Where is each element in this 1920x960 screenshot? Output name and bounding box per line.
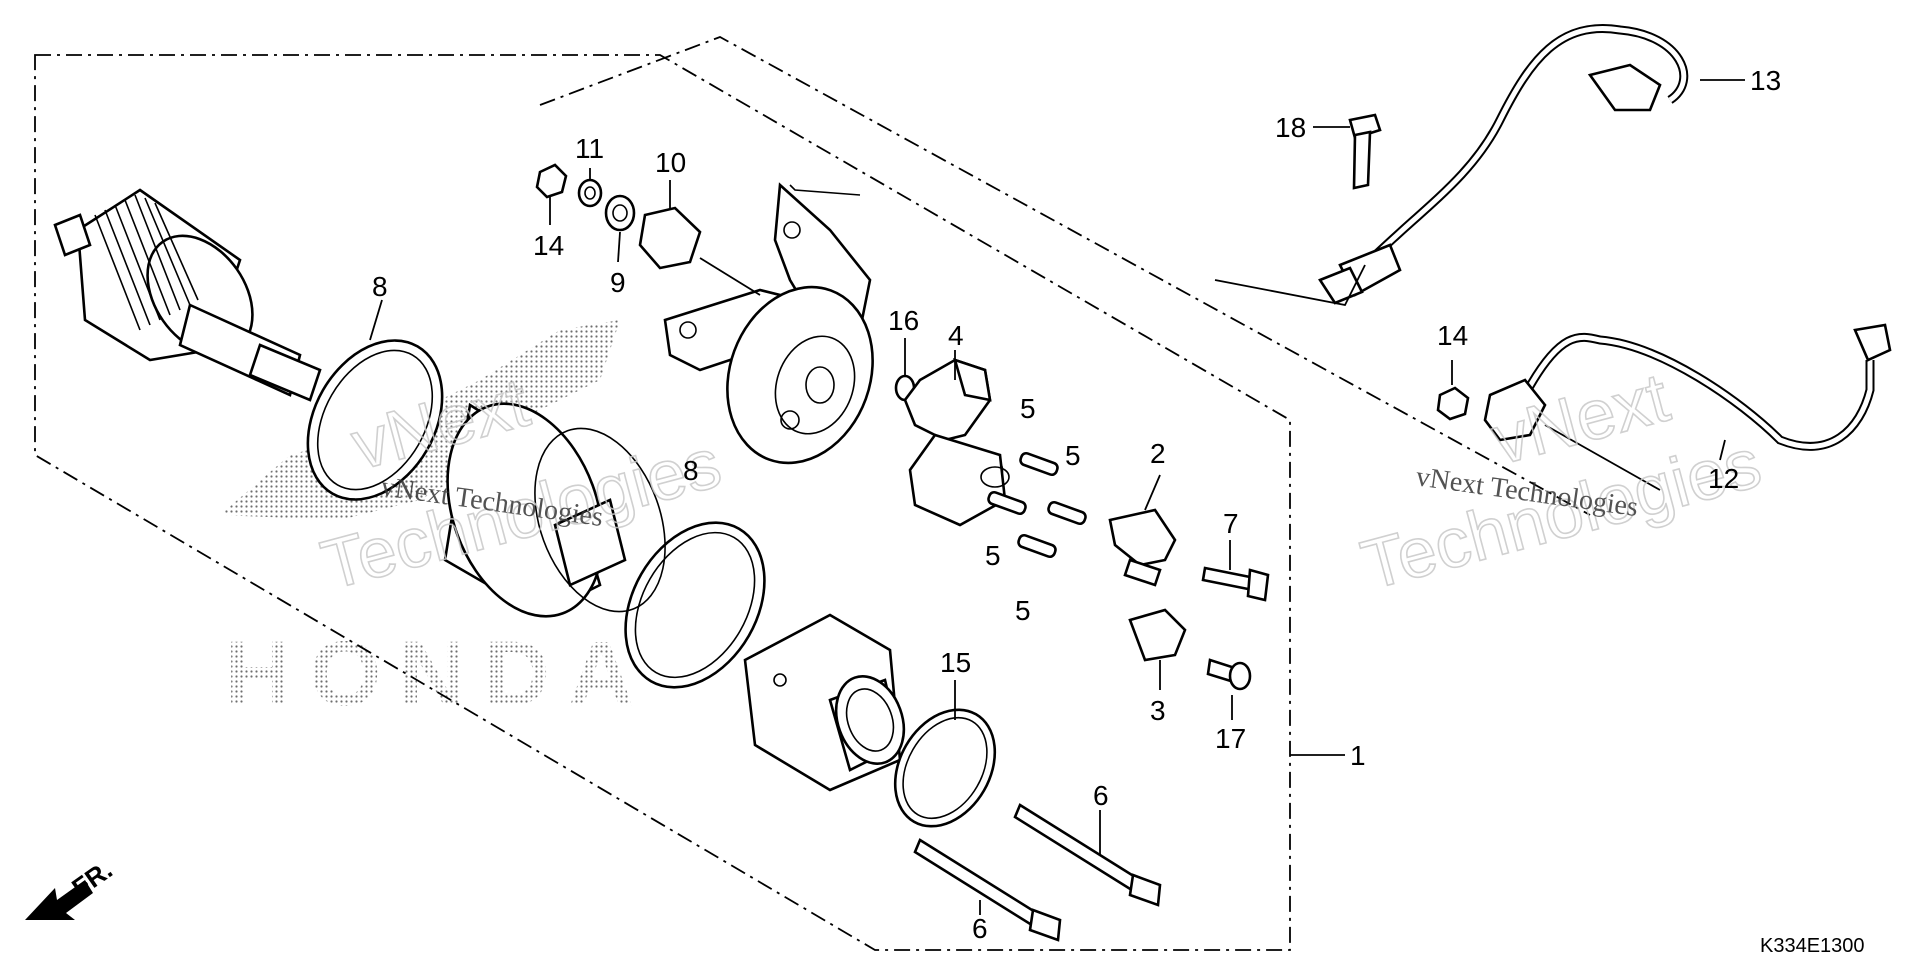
callout-3: 3 [1150,695,1166,726]
diagram-code: K334E1300 [1760,935,1865,957]
front-cover-part[interactable] [663,182,897,484]
bolt-18[interactable] [1348,113,1382,190]
callout-6a: 6 [1093,780,1109,811]
callout-15: 15 [940,647,971,678]
callout-14a: 14 [533,230,564,261]
callout-6b: 6 [972,913,988,944]
callout-2: 2 [1150,438,1166,469]
callout-17: 17 [1215,723,1246,754]
callouts: 1 2 3 4 5 5 5 5 6 6 7 8 8 9 10 11 12 13 … [372,65,1781,944]
callout-1: 1 [1350,740,1366,771]
callout-8a: 8 [372,271,388,302]
bolt-6-lower[interactable] [913,838,1062,942]
nut-14-upper[interactable] [535,163,568,199]
rear-cover-part[interactable] [743,613,915,792]
bolt-6-upper[interactable] [1013,803,1162,907]
cable-12[interactable] [1483,323,1892,451]
callout-18: 18 [1275,112,1306,143]
brush-springs-5[interactable] [987,451,1087,559]
callout-7: 7 [1223,508,1239,539]
callout-4: 4 [948,320,964,351]
motor-case-part[interactable] [420,382,689,638]
callout-16: 16 [888,305,919,336]
callout-12: 12 [1708,463,1739,494]
front-direction-arrow: FR. [25,854,118,920]
nut-14-lower[interactable] [1436,386,1470,421]
terminal-insulator-10[interactable] [638,206,761,296]
honda-watermark-text: HONDA [225,623,652,725]
callout-5b: 5 [1065,440,1081,471]
brush-holder-4[interactable] [903,357,1010,527]
callout-14b: 14 [1437,320,1468,351]
assembly-boundary [34,36,1591,951]
screw-17[interactable] [1206,658,1252,691]
screw-7[interactable] [1201,566,1270,602]
washer-11[interactable] [577,178,603,208]
insulator-9[interactable] [604,194,636,232]
callout-13: 13 [1750,65,1781,96]
callout-9: 9 [610,267,626,298]
callout-8b: 8 [683,455,699,486]
callout-5c: 5 [985,540,1001,571]
armature-part[interactable] [53,188,322,402]
cable-13[interactable] [1318,24,1689,305]
callout-10: 10 [655,147,686,178]
leader-lines [369,79,1745,915]
callout-11: 11 [575,133,604,164]
callout-5d: 5 [1015,595,1031,626]
brush-3[interactable] [1128,608,1187,662]
brush-2[interactable] [1108,508,1177,587]
callout-5a: 5 [1020,393,1036,424]
